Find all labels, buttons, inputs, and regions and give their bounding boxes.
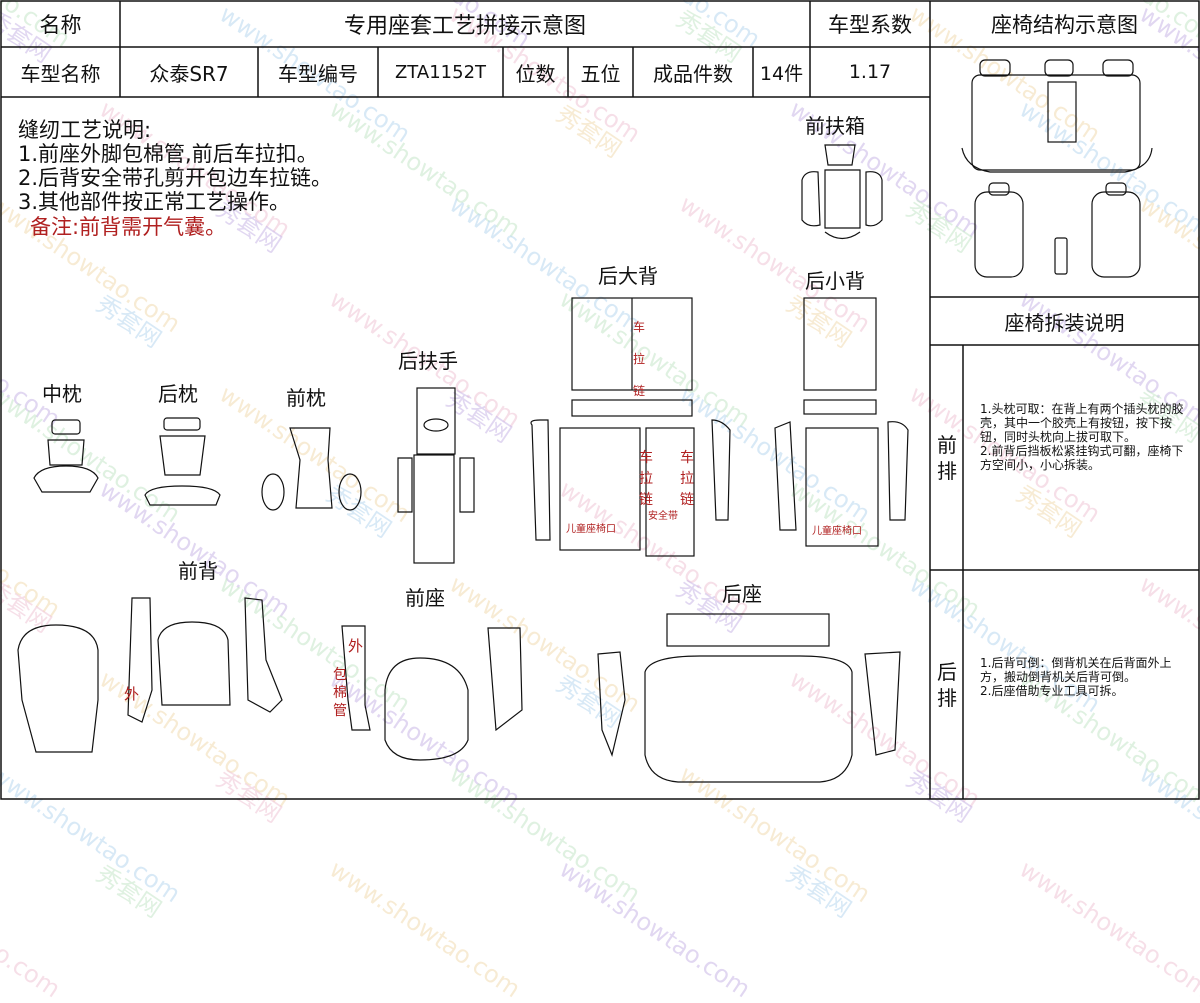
watermark-text: www.showtao.com xyxy=(1014,855,1200,1003)
annot-safety-belt: 安全带 xyxy=(648,511,678,522)
annot-wai-2: 外 xyxy=(348,637,364,655)
label-front-seat: 前座 xyxy=(405,586,445,610)
coef-value: 1.17 xyxy=(848,61,892,83)
watermark-text: 秀套网 xyxy=(90,859,167,924)
label-rear-armrest: 后扶手 xyxy=(398,349,458,373)
rear-small-back-pieces xyxy=(774,297,909,547)
annot-che-1: 车 xyxy=(633,320,646,334)
label-middle-headrest: 中枕 xyxy=(42,382,82,406)
coef-label: 车型系数 xyxy=(828,13,912,37)
model-code-label: 车型编号 xyxy=(278,61,358,86)
front-headrest-pieces xyxy=(261,427,362,511)
front-row-text: 1.头枕可取：在背上有两个插头枕的胶壳，其中一个胶壳上有按钮，按下按钮，同时头枕… xyxy=(980,402,1184,472)
annot-lian-3: 链 xyxy=(680,492,694,508)
rear-row-text: 1.后背可倒：倒背机关在后背面外上方，搬动倒背机关后背可倒。 2.后座借助专业工… xyxy=(980,656,1172,698)
struct-title: 座椅结构示意图 xyxy=(991,13,1138,37)
watermark-text: www.showtao.com xyxy=(0,855,66,1003)
label-rear-big-back: 后大背 xyxy=(598,264,658,288)
annot-la-3: 拉 xyxy=(680,471,694,487)
process-title: 缝纫工艺说明: xyxy=(18,118,152,142)
outer-frame xyxy=(0,0,1200,800)
model-name: 众泰SR7 xyxy=(149,61,229,86)
label-rear-seat: 后座 xyxy=(722,582,762,606)
front-seat-pieces xyxy=(341,625,523,761)
annot-la-2: 拉 xyxy=(639,471,653,487)
annot-bao: 包 xyxy=(333,667,347,683)
annot-mian: 棉 xyxy=(333,685,347,701)
front-row-label: 前排 xyxy=(937,432,957,483)
page-title: 专用座套工艺拼接示意图 xyxy=(343,14,586,39)
label-rear-headrest: 后枕 xyxy=(158,382,198,406)
annot-lian-2: 链 xyxy=(639,492,653,508)
front-back-pieces xyxy=(17,597,283,753)
label-front-headrest: 前枕 xyxy=(286,386,326,410)
rear-row-label: 后排 xyxy=(937,659,957,710)
watermark-text: www.showtao.com xyxy=(324,855,526,1003)
label-rear-small-back: 后小背 xyxy=(805,269,865,293)
seats-label: 位数 xyxy=(515,61,556,86)
annot-guan: 管 xyxy=(333,703,347,719)
middle-headrest-pieces xyxy=(33,419,99,493)
process-item-1: 1.前座外脚包棉管,前后车拉扣。 xyxy=(18,142,318,166)
process-item-2: 2.后背安全带孔剪开包边车拉链。 xyxy=(18,166,333,190)
annot-child-seat-1: 儿童座椅口 xyxy=(566,524,616,535)
annot-lian-1: 链 xyxy=(633,384,646,398)
rear-big-back-pieces xyxy=(530,297,731,557)
seat-structure-illustration xyxy=(961,59,1153,278)
model-code: ZTA1152T xyxy=(394,61,487,83)
rear-headrest-pieces xyxy=(144,417,221,506)
model-name-label: 车型名称 xyxy=(20,61,101,86)
label-front-back: 前背 xyxy=(178,559,218,583)
annot-child-seat-2: 儿童座椅口 xyxy=(812,526,862,537)
front-armrest-box-pieces xyxy=(801,144,883,240)
process-item-3: 3.其他部件按正常工艺操作。 xyxy=(18,190,291,214)
pieces-label: 成品件数 xyxy=(653,61,733,86)
annot-wai-1: 外 xyxy=(124,685,140,703)
name-label: 名称 xyxy=(39,13,82,37)
pieces-value: 14件 xyxy=(759,62,804,85)
process-note: 备注:前背需开气囊。 xyxy=(30,215,227,239)
seats-value: 五位 xyxy=(580,61,621,86)
label-front-armrest-box: 前扶箱 xyxy=(805,114,865,138)
pattern-diagram xyxy=(0,0,1200,800)
disassembly-title: 座椅拆装说明 xyxy=(1004,310,1125,335)
annot-che-3: 车 xyxy=(680,450,694,466)
rear-seat-pieces xyxy=(597,613,901,783)
annot-che-2: 车 xyxy=(639,450,653,466)
watermark-text: 秀套网 xyxy=(780,859,857,924)
annot-la-1: 拉 xyxy=(633,352,646,366)
rear-armrest-pieces xyxy=(397,387,475,564)
watermark-text: www.showtao.com xyxy=(554,855,756,1003)
